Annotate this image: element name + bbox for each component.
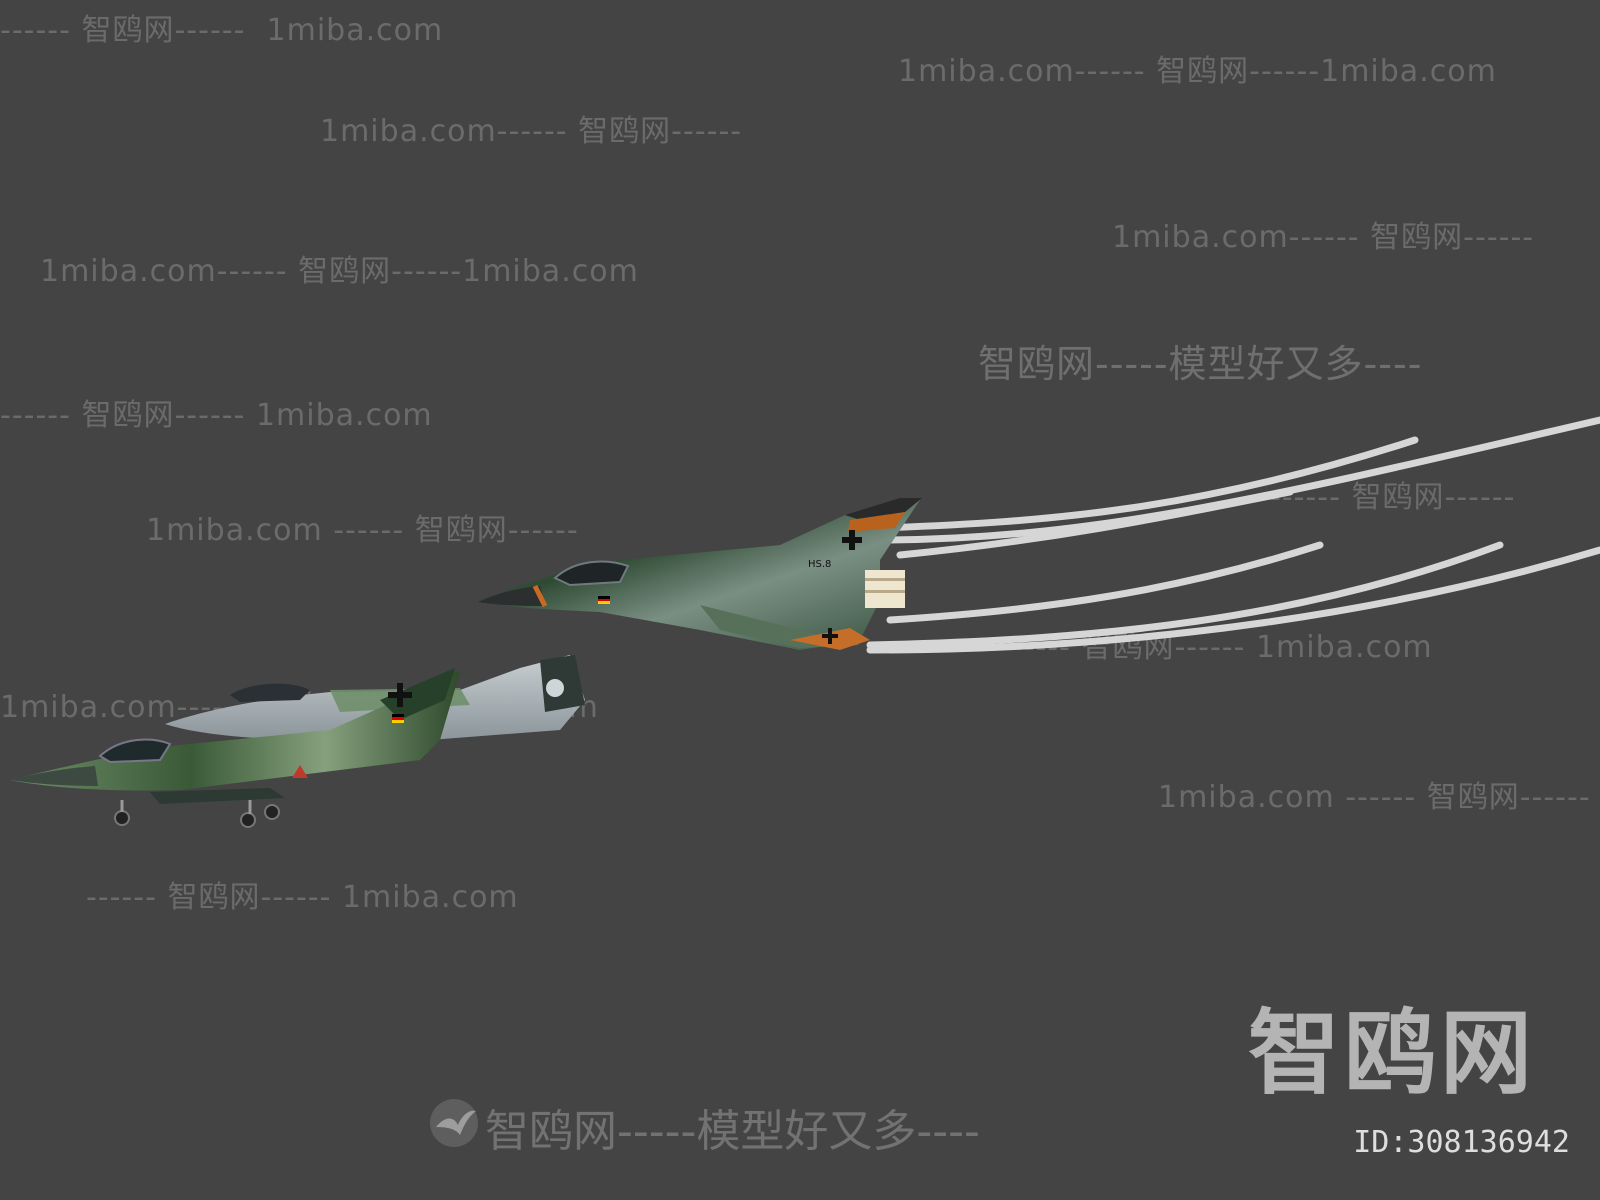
watermark-line-4: 1miba.com------ 智鸥网------ bbox=[1112, 220, 1535, 255]
watermark-line-2: 1miba.com------ 智鸥网------1miba.com bbox=[898, 54, 1497, 89]
tail-code-text: HS.8 bbox=[808, 559, 831, 570]
watermark-line-7: ------ 智鸥网------ 1miba.com bbox=[0, 398, 433, 433]
bottom-slogan-watermark: 智鸥网-----模型好又多---- bbox=[485, 1106, 980, 1157]
watermark-line-13: ------ 智鸥网------ 1miba.com bbox=[86, 880, 519, 915]
watermark-line-6: 智鸥网-----模型好又多---- bbox=[978, 342, 1423, 386]
image-id-label: ID:308136942 bbox=[1353, 1125, 1570, 1160]
watermark-line-5: 1miba.com------ 智鸥网------1miba.com bbox=[40, 254, 639, 289]
watermark-line-12: 1miba.com ------ 智鸥网------ bbox=[1158, 780, 1591, 815]
watermark-line-3: 1miba.com------ 智鸥网------ bbox=[320, 114, 743, 149]
lead-jet: HS.8 bbox=[478, 498, 922, 650]
watermark-line-1: ------ 智鸥网------ 1miba.com bbox=[0, 13, 444, 48]
brand-watermark: 智鸥网 bbox=[1247, 1000, 1536, 1107]
front-jet bbox=[10, 668, 460, 828]
smoke-trails bbox=[866, 416, 1600, 654]
bird-logo-icon bbox=[430, 1099, 478, 1147]
watermark-line-8: 1miba.com ------ 智鸥网------ bbox=[146, 513, 579, 548]
